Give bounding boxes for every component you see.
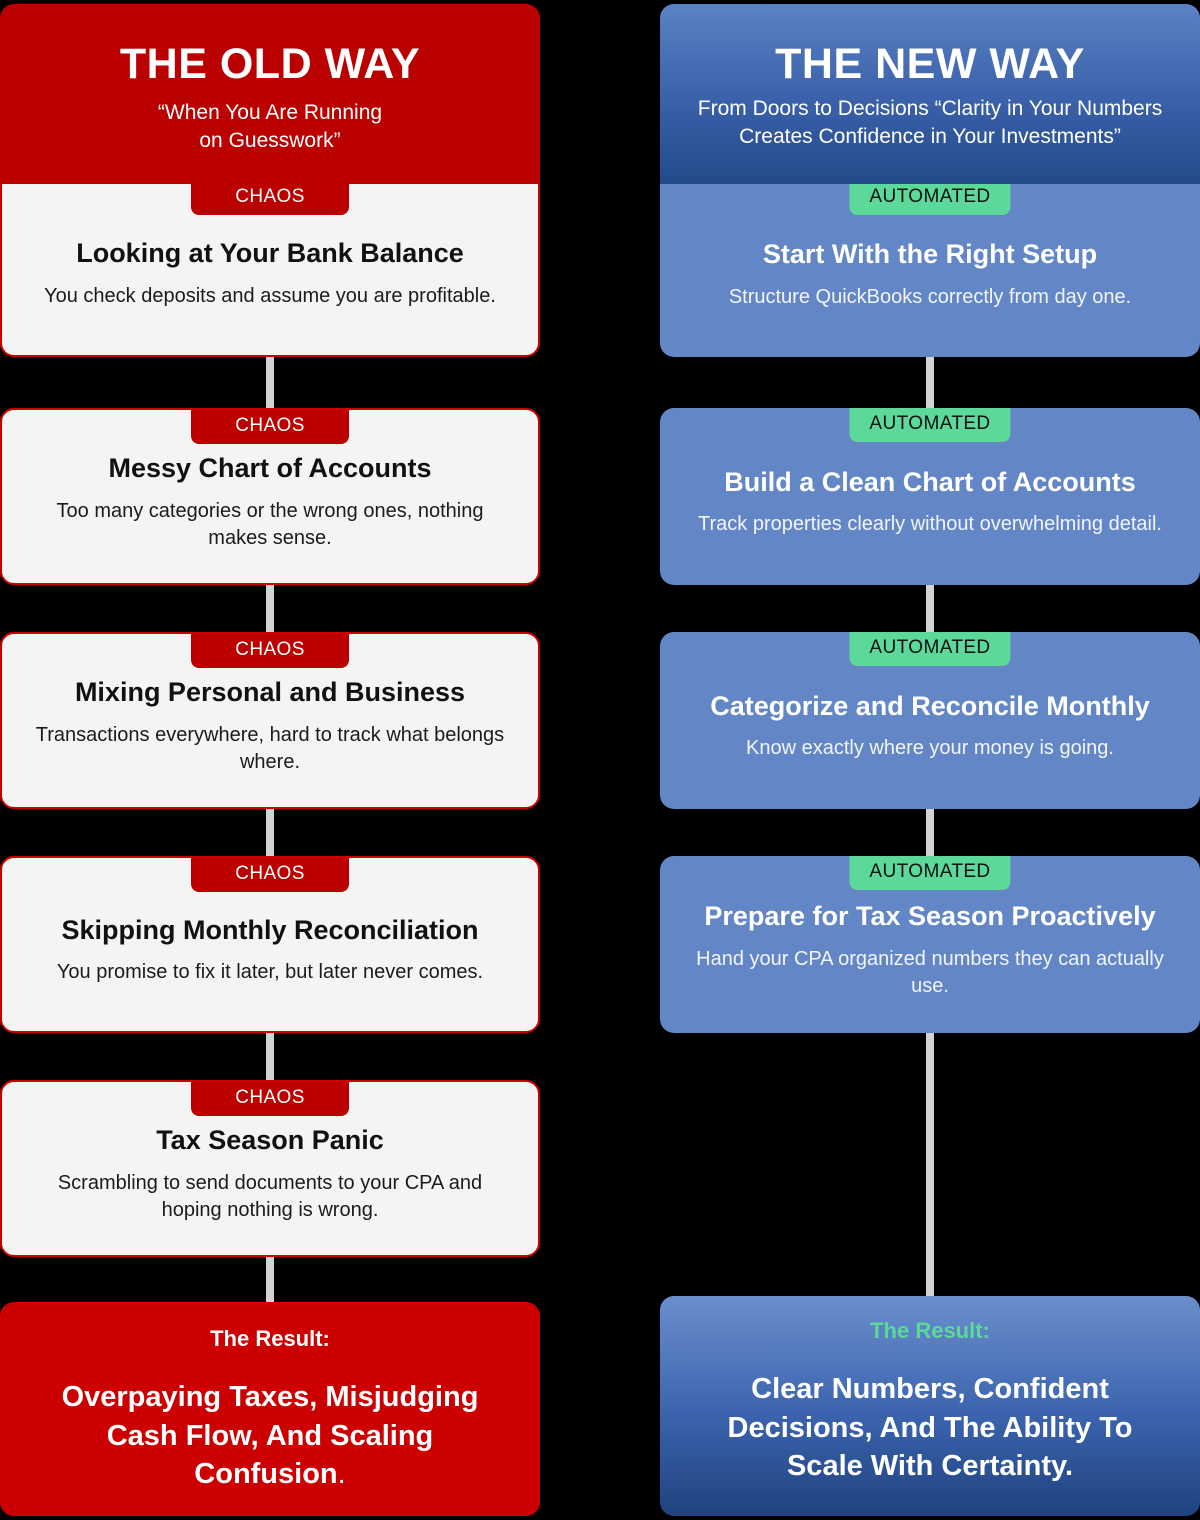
old-step-card-5[interactable]: CHAOS Tax Season Panic Scrambling to sen… [0, 1080, 540, 1257]
old-step-title-3: Mixing Personal and Business [74, 677, 466, 708]
old-step-desc-4: You promise to fix it later, but later n… [56, 961, 484, 984]
new-result-text-main: Clear Numbers, Confident Decisions, And … [727, 1373, 1133, 1483]
new-step-title-1: Start With the Right Setup [762, 239, 1098, 270]
new-step-card-3[interactable]: AUTOMATED Categorize and Reconcile Month… [660, 632, 1200, 809]
old-way-subtitle: “When You Are Running on Guesswork” [157, 101, 383, 152]
old-result-text-suffix: . [337, 1458, 346, 1491]
new-step-card-1[interactable]: AUTOMATED Start With the Right Setup Str… [660, 181, 1200, 357]
old-way-title: THE OLD WAY [119, 40, 421, 88]
old-step-badge-3: CHAOS [191, 634, 349, 668]
old-step-title-5: Tax Season Panic [156, 1125, 384, 1156]
old-step-badge-4: CHAOS [191, 858, 349, 892]
new-step-desc-4: Hand your CPA organized numbers they can… [696, 947, 1164, 997]
new-step-badge-1: AUTOMATED [849, 181, 1011, 215]
old-step-card-4[interactable]: CHAOS Skipping Monthly Reconciliation Yo… [0, 856, 540, 1033]
old-result-text-main: Overpaying Taxes, Misjudging Cash Flow, … [61, 1381, 479, 1491]
new-step-badge-2: AUTOMATED [849, 408, 1011, 442]
old-step-badge-5: CHAOS [191, 1082, 349, 1116]
new-step-desc-3: Know exactly where your money is going. [746, 737, 1114, 760]
new-way-title: THE NEW WAY [775, 40, 1085, 88]
new-way-subtitle: From Doors to Decisions “Clarity in Your… [697, 97, 1163, 148]
new-step-badge-4: AUTOMATED [849, 856, 1011, 890]
new-step-desc-1: Structure QuickBooks correctly from day … [728, 285, 1132, 308]
old-result-text: Overpaying Taxes, Misjudging Cash Flow, … [14, 1378, 526, 1494]
old-result-label: The Result: [210, 1326, 330, 1351]
old-step-badge-2: CHAOS [191, 410, 349, 444]
new-step-card-4[interactable]: AUTOMATED Prepare for Tax Season Proacti… [660, 856, 1200, 1033]
old-step-badge-1: CHAOS [191, 181, 349, 215]
new-step-title-4: Prepare for Tax Season Proactively [704, 901, 1156, 932]
new-step-card-2[interactable]: AUTOMATED Build a Clean Chart of Account… [660, 408, 1200, 585]
new-step-title-3: Categorize and Reconcile Monthly [710, 690, 1150, 721]
new-result-text: Clear Numbers, Confident Decisions, And … [674, 1370, 1186, 1486]
old-step-card-3[interactable]: CHAOS Mixing Personal and Business Trans… [0, 632, 540, 809]
old-step-desc-3: Transactions everywhere, hard to track w… [35, 723, 505, 773]
old-step-title-4: Skipping Monthly Reconciliation [61, 914, 479, 945]
new-result-card: The Result: Clear Numbers, Confident Dec… [660, 1296, 1200, 1516]
old-way-header: THE OLD WAY “When You Are Running on Gue… [0, 4, 540, 184]
old-step-title-1: Looking at Your Bank Balance [76, 238, 464, 269]
old-step-desc-1: You check deposits and assume you are pr… [44, 284, 496, 307]
new-step-desc-2: Track properties clearly without overwhe… [698, 513, 1162, 536]
new-result-label: The Result: [870, 1318, 990, 1343]
old-result-card: The Result: Overpaying Taxes, Misjudging… [0, 1302, 540, 1516]
old-step-desc-2: Too many categories or the wrong ones, n… [56, 499, 484, 549]
old-step-desc-5: Scrambling to send documents to your CPA… [57, 1171, 483, 1221]
new-way-header: THE NEW WAY From Doors to Decisions “Cla… [660, 4, 1200, 184]
column-new-way: THE NEW WAY From Doors to Decisions “Cla… [660, 0, 1200, 1520]
old-step-title-2: Messy Chart of Accounts [108, 453, 432, 484]
column-old-way: THE OLD WAY “When You Are Running on Gue… [0, 0, 540, 1520]
old-step-card-2[interactable]: CHAOS Messy Chart of Accounts Too many c… [0, 408, 540, 585]
new-step-title-2: Build a Clean Chart of Accounts [724, 466, 1136, 497]
old-step-card-1[interactable]: CHAOS Looking at Your Bank Balance You c… [0, 181, 540, 357]
new-step-badge-3: AUTOMATED [849, 632, 1011, 666]
